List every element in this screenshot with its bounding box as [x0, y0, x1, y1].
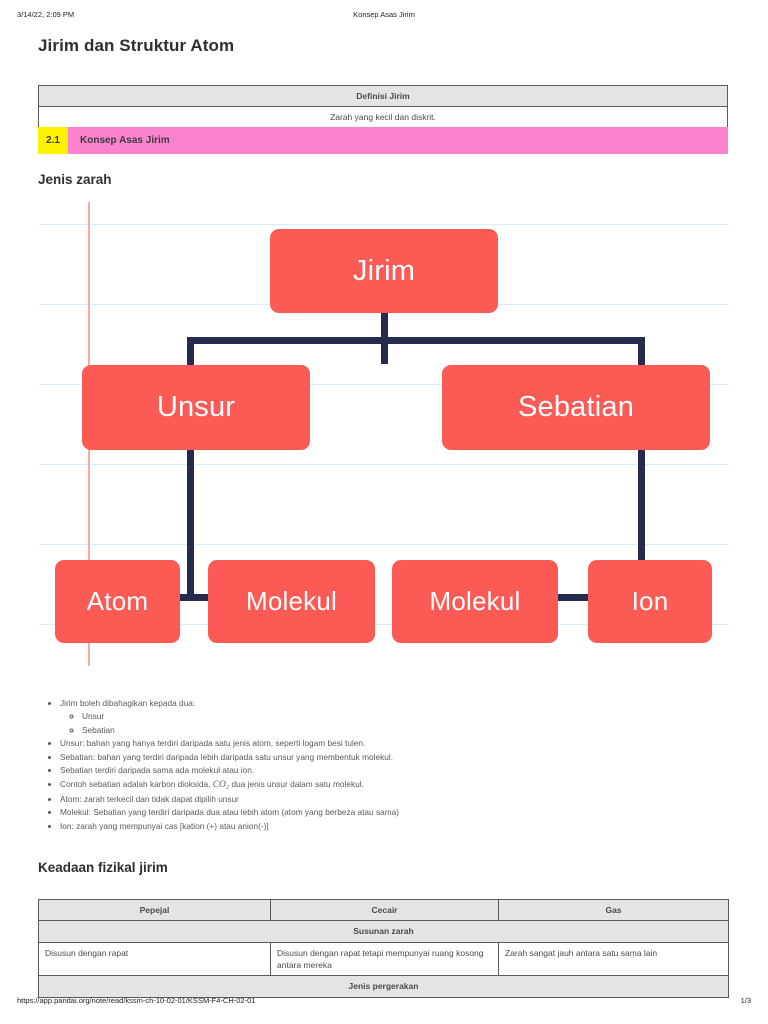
diagram-node-molekul-unsur[interactable]: Molekul [208, 560, 375, 643]
notes-bullet-list: Jirim boleh dibahagikan kepada dua: Unsu… [38, 697, 658, 833]
list-item: Sebatian: bahan yang terdiri daripada le… [60, 751, 658, 764]
cell-susunan-gas: Zarah sangat jauh antara satu sama lain [498, 941, 729, 977]
gridline [40, 544, 728, 545]
gridline [40, 624, 728, 625]
connector-stem-unsur [187, 446, 194, 598]
section-banner-label: Konsep Asas Jirim [80, 135, 170, 146]
table-subheader-row: Jenis pergerakan [38, 975, 729, 998]
definisi-jirim-table: Definisi Jirim Zarah yang kecil dan disk… [38, 84, 728, 129]
page-title: Jirim dan Struktur Atom [38, 36, 235, 55]
subheader-susunan-zarah: Susunan zarah [38, 920, 729, 943]
cell-susunan-cecair: Disusun dengan rapat tetapi mempunyai ru… [270, 941, 499, 977]
list-item: Jirim boleh dibahagikan kepada dua: [60, 697, 658, 710]
list-item: Ion: zarah yang mempunyai cas [kation (+… [60, 820, 658, 833]
jenis-zarah-diagram: Jirim Unsur Sebatian Atom Molekul Moleku… [38, 196, 728, 676]
list-item-formula: Contoh sebatian adalah karbon dioksida, … [60, 778, 658, 793]
diagram-node-unsur[interactable]: Unsur [82, 365, 310, 450]
gridline [40, 464, 728, 465]
print-footer-url: https://app.pandai.org/note/read/kssm-ch… [17, 996, 256, 1005]
keadaan-fizikal-table: Pepejal Cecair Gas Susunan zarah Disusun… [38, 898, 729, 998]
list-item: Atom: zarah terkecil dan tidak dapat dip… [60, 793, 658, 806]
chemical-formula-co2: CO₂ [212, 779, 230, 790]
subheader-jenis-pergerakan: Jenis pergerakan [38, 975, 729, 998]
column-header-gas: Gas [498, 898, 729, 922]
heading-jenis-zarah: Jenis zarah [38, 172, 112, 187]
table-row: Disusun dengan rapat Disusun dengan rapa… [38, 941, 729, 977]
cell-susunan-pepejal: Disusun dengan rapat [38, 941, 271, 977]
diagram-node-sebatian[interactable]: Sebatian [442, 365, 710, 450]
column-header-cecair: Cecair [270, 898, 499, 922]
section-banner: 2.1 Konsep Asas Jirim [38, 127, 728, 154]
connector-bus-unsur-leaves [166, 594, 218, 601]
print-header-timestamp: 3/14/22, 2:09 PM [17, 10, 75, 19]
print-header: 3/14/22, 2:09 PM Konsep Asas Jirim [0, 10, 768, 22]
bullet-text-after: dua jenis unsur dalam satu molekul. [231, 778, 364, 789]
print-footer: https://app.pandai.org/note/read/kssm-ch… [0, 996, 768, 1008]
connector-drop-unsur [187, 337, 194, 371]
column-header-pepejal: Pepejal [38, 898, 271, 922]
heading-keadaan-fizikal: Keadaan fizikal jirim [38, 860, 168, 875]
connector-horizontal-bus [187, 337, 645, 344]
list-item: Unsur: bahan yang hanya terdiri daripada… [60, 737, 658, 750]
gridline [40, 384, 728, 385]
gridline [40, 224, 728, 225]
list-item: Molekul: Sebatian yang terdiri daripada … [60, 806, 658, 819]
connector-root-stem [381, 309, 388, 364]
table-row: Zarah yang kecil dan diskrit. [38, 106, 728, 129]
table-header-row: Pepejal Cecair Gas [38, 898, 729, 922]
table-subheader-row: Susunan zarah [38, 920, 729, 943]
list-item: Unsur [82, 710, 658, 723]
bullet-text-before: Contoh sebatian adalah karbon dioksida, [60, 778, 211, 789]
diagram-node-molekul-sebatian[interactable]: Molekul [392, 560, 558, 643]
list-item: Sebatian terdiri daripada sama ada molek… [60, 764, 658, 777]
diagram-node-atom[interactable]: Atom [55, 560, 180, 643]
table-row: Definisi Jirim [38, 84, 728, 108]
section-number-badge: 2.1 [38, 127, 68, 154]
definisi-table-header: Definisi Jirim [38, 84, 728, 108]
definisi-table-cell: Zarah yang kecil dan diskrit. [38, 106, 728, 129]
list-item: Sebatian [82, 724, 658, 737]
connector-stem-sebatian [638, 446, 645, 598]
print-header-title: Konsep Asas Jirim [353, 10, 415, 19]
diagram-node-ion[interactable]: Ion [588, 560, 712, 643]
print-footer-page: 1/3 [740, 996, 751, 1005]
connector-drop-sebatian [638, 337, 645, 371]
diagram-node-jirim[interactable]: Jirim [270, 229, 498, 313]
